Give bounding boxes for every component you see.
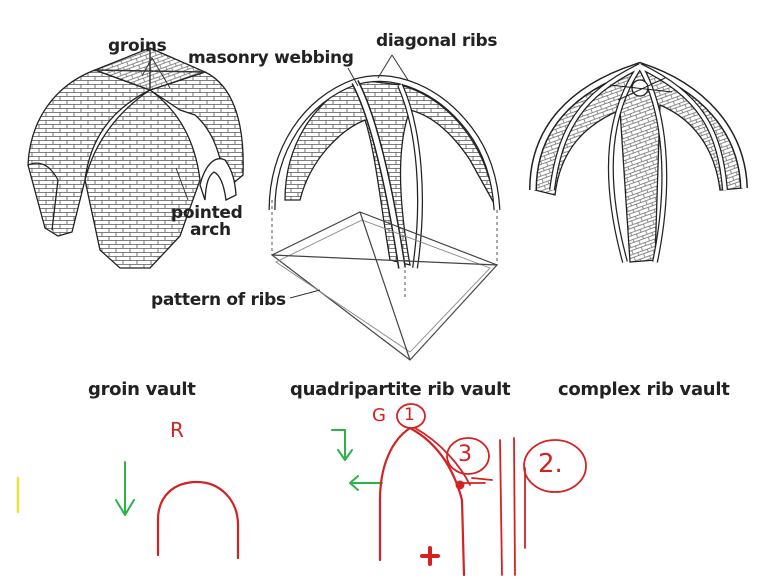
annotation-circled-three: 3 [458, 442, 472, 467]
caption-groin-vault: groin vault [88, 379, 196, 400]
annotation-circled-one: 1 [404, 405, 415, 425]
label-pattern-of-ribs: pattern of ribs [151, 290, 286, 310]
label-pointed: pointed [171, 203, 243, 223]
annotation-r: R [170, 418, 184, 442]
groin-vault-drawing [27, 47, 244, 269]
hand-annotations [16, 403, 587, 577]
caption-complex-rib-vault: complex rib vault [558, 379, 730, 400]
label-diagonal-ribs: diagonal ribs [376, 31, 498, 51]
label-arch: arch [190, 220, 231, 240]
label-groins: groins [108, 36, 167, 56]
rib-vault-drawing [268, 75, 501, 361]
caption-quadripartite-rib-vault: quadripartite rib vault [290, 379, 511, 400]
complex-vault-drawing [529, 61, 748, 263]
annotation-g: G [372, 405, 386, 426]
annotation-circled-two: 2. [538, 449, 563, 479]
leader-lines [141, 54, 409, 299]
label-masonry-webbing: masonry webbing [188, 48, 354, 68]
